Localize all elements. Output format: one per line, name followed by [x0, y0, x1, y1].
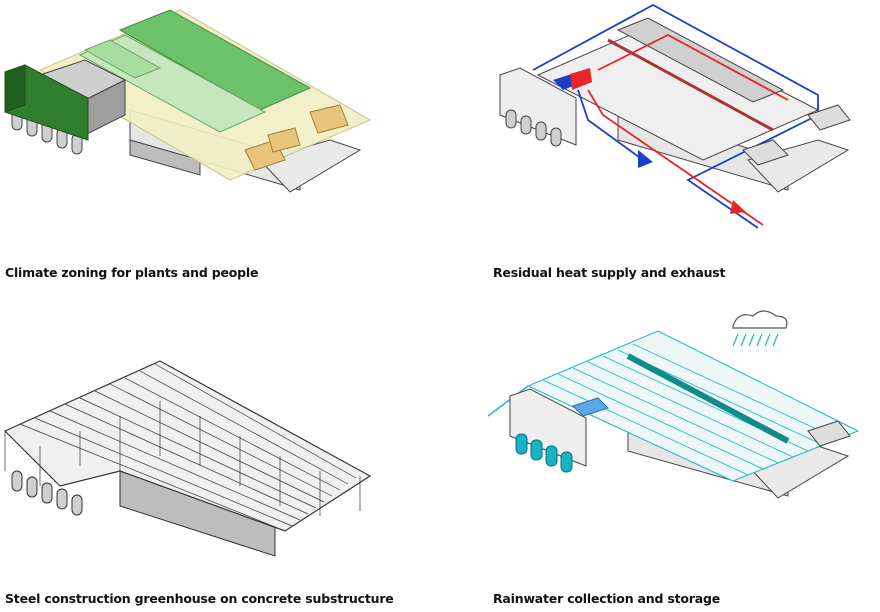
panel-caption: Rainwater collection and storage: [493, 591, 721, 606]
panel-climate-zoning: Climate zoning for plants and people: [0, 0, 440, 306]
residual-heat-diagram: [499, 3, 851, 229]
climate-zoning-diagram: [4, 9, 372, 193]
panel-rainwater: Rainwater collection and storage: [488, 306, 880, 612]
panel-residual-heat: Residual heat supply and exhaust: [488, 0, 880, 306]
rain-icon: [732, 333, 779, 347]
panel-caption: Climate zoning for plants and people: [5, 265, 259, 280]
panel-steel-construction: Steel construction greenhouse on concret…: [0, 306, 440, 612]
cloud-icon: [732, 310, 788, 329]
steel-construction-diagram: [3, 360, 372, 557]
rainwater-diagram: [488, 310, 860, 499]
panel-caption: Steel construction greenhouse on concret…: [5, 591, 394, 606]
panel-caption: Residual heat supply and exhaust: [493, 265, 726, 280]
